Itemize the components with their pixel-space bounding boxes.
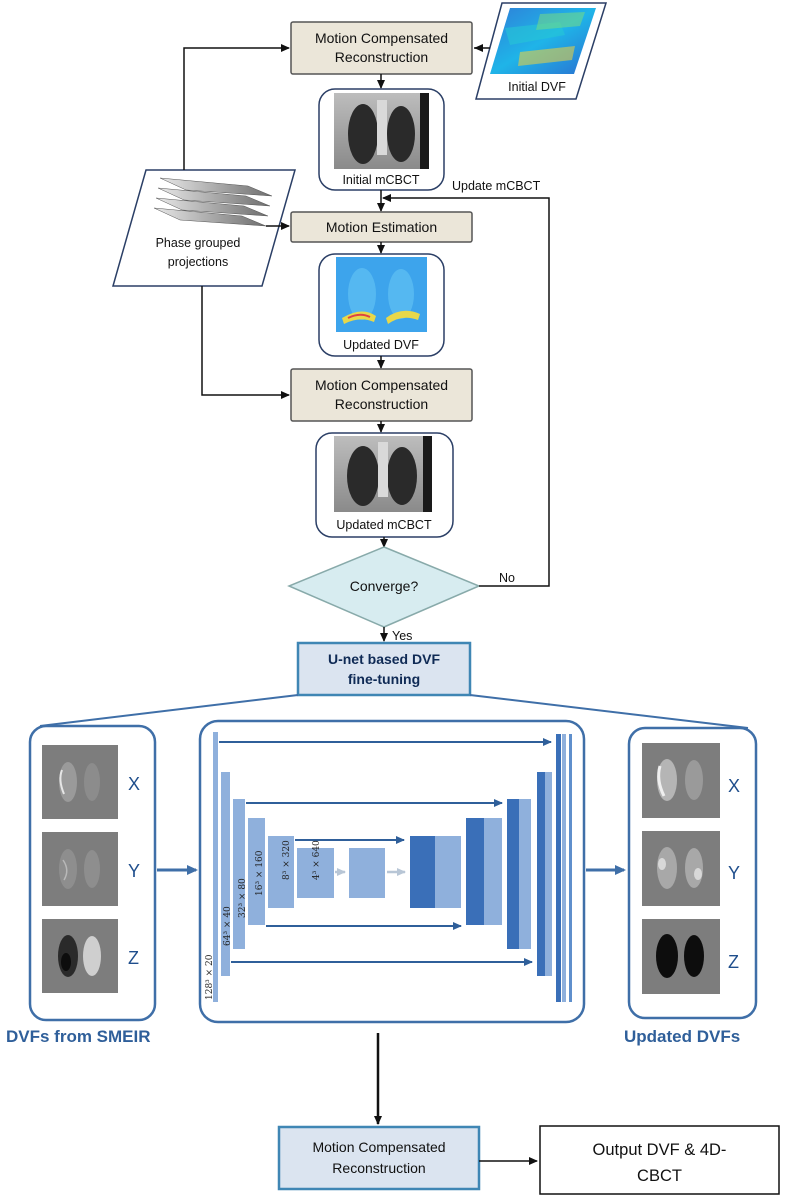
arrow-no-loop (382, 194, 550, 587)
motion-estimation-box: Motion Estimation (290, 211, 473, 243)
encoder-level-2-bar (221, 772, 230, 976)
unet-label-line2: fine-tuning (348, 671, 420, 687)
mcr-box-3-line2: Reconstruction (332, 1160, 425, 1176)
dim-label-2: 64³ × 40 (223, 906, 233, 946)
update-mcbct-label: Update mCBCT (452, 179, 541, 193)
expand-line-left (39, 694, 299, 727)
initial-mcbct-node: Initial mCBCT (318, 88, 445, 191)
decoder-level-3-bar (519, 799, 531, 949)
output-dvf-y-image (642, 831, 720, 906)
bottleneck-bar (349, 848, 385, 898)
input-axis-x: X (128, 774, 140, 794)
updated-mcbct-label: Updated mCBCT (336, 518, 432, 532)
converge-label: Converge? (350, 578, 419, 594)
decoder-level-5-upsampled-bar (410, 836, 435, 908)
initial-dvf-label: Initial DVF (508, 80, 566, 94)
mcr-box-1-line1: Motion Compensated (315, 30, 448, 46)
projections-label-line2: projections (168, 255, 228, 269)
updated-dvf-node: Updated DVF (318, 253, 445, 357)
updated-dvf-label: Updated DVF (343, 338, 419, 352)
output-axis-x: X (728, 776, 740, 796)
encoder-level-4-bar (248, 818, 265, 925)
input-axis-z: Z (128, 948, 139, 968)
dim-label-1: 128³ × 20 (205, 954, 215, 1000)
decoder-level-2-bar (545, 772, 552, 976)
output-dvf-panel: X Y Z (627, 726, 758, 1020)
output-dvf-z-image (642, 919, 720, 994)
mcr-box-2-line2: Reconstruction (335, 396, 428, 412)
decoder-level-1-bar (562, 734, 566, 1002)
mcr-box-2: Motion Compensated Reconstruction (290, 368, 473, 422)
output-dvf-x-image (642, 743, 720, 818)
input-dvf-y-image (42, 832, 118, 906)
output-layer-bar (569, 734, 572, 1002)
projections-label-line1: Phase grouped (156, 236, 241, 250)
mcr-box-3: Motion Compensated Reconstruction (277, 1125, 481, 1191)
encoder-level-6-bar (297, 848, 334, 898)
converge-decision: Converge? (287, 546, 481, 628)
mcr-box-1: Motion Compensated Reconstruction (290, 21, 473, 75)
encoder-level-5-bar (268, 836, 294, 908)
decoder-level-3-upsampled-bar (507, 799, 519, 949)
mcr-box-3-line1: Motion Compensated (312, 1139, 445, 1155)
motion-estimation-label: Motion Estimation (326, 219, 437, 235)
unet-label-line1: U-net based DVF (328, 651, 440, 667)
decoder-level-2-upsampled-bar (537, 772, 545, 976)
dim-label-3: 32³ × 80 (238, 878, 248, 918)
dim-label-6: 4³ × 640 (312, 840, 322, 880)
output-axis-z: Z (728, 952, 739, 972)
input-dvf-x-image (42, 745, 118, 819)
yes-label: Yes (392, 629, 412, 643)
no-label: No (499, 571, 515, 585)
expand-line-right (469, 694, 749, 729)
mcr-box-1-line2: Reconstruction (335, 49, 428, 65)
arrow-proj-to-mcr1 (183, 44, 290, 170)
output-dvf-caption: Updated DVFs (624, 1027, 740, 1046)
decoder-level-1-upsampled-bar (556, 734, 561, 1002)
output-box: Output DVF & 4D- CBCT (539, 1125, 780, 1195)
output-line2: CBCT (637, 1167, 682, 1185)
updated-mcbct-node: Updated mCBCT (315, 432, 454, 538)
input-axis-y: Y (128, 861, 140, 881)
encoder-level-3-bar (233, 799, 245, 949)
mcr-box-2-line1: Motion Compensated (315, 377, 448, 393)
unet-panel: 128³ × 20 64³ × 40 32³ × 80 16³ × 160 8³… (198, 719, 586, 1024)
dim-label-4: 16³ × 160 (255, 850, 265, 896)
input-dvf-caption: DVFs from SMEIR (6, 1027, 151, 1046)
decoder-level-4-bar (484, 818, 502, 925)
dim-label-5: 8³ × 320 (282, 840, 292, 880)
output-line1: Output DVF & 4D- (593, 1141, 727, 1159)
encoder-level-1-bar (213, 732, 218, 1002)
projections-node: Phase grouped projections (112, 169, 296, 287)
input-dvf-z-image (42, 919, 118, 993)
input-dvf-panel: X Y Z (28, 724, 157, 1022)
initial-mcbct-label: Initial mCBCT (342, 173, 419, 187)
projection-stack-image (153, 177, 273, 227)
output-axis-y: Y (728, 863, 740, 883)
decoder-level-4-upsampled-bar (466, 818, 484, 925)
initial-dvf-node: Initial DVF (475, 2, 608, 100)
arrow-proj-to-mcr2 (201, 286, 290, 399)
unet-finetune-box: U-net based DVF fine-tuning (296, 641, 472, 697)
decoder-level-5-bar (435, 836, 461, 908)
